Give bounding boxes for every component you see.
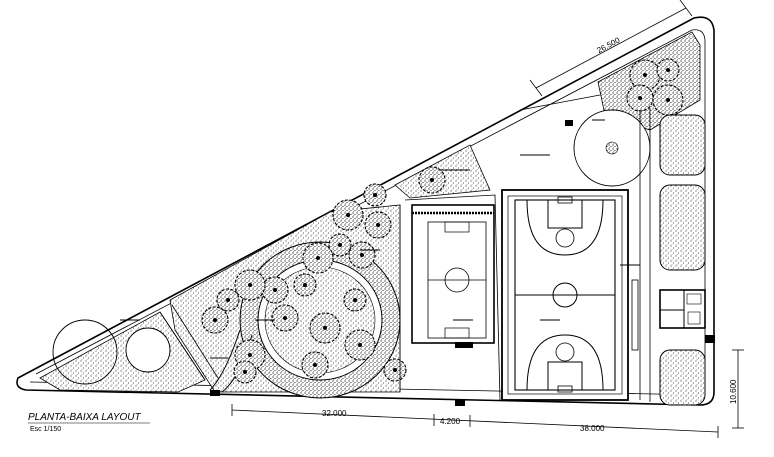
tree-trunk	[213, 318, 217, 322]
tree-trunk	[303, 283, 307, 287]
tree-trunk	[248, 283, 252, 287]
tree-trunk	[666, 68, 670, 72]
tree-trunk	[248, 353, 252, 357]
sports-court	[501, 189, 639, 401]
dimension-right: 10.600	[729, 379, 738, 404]
drawing-title: PLANTA-BAIXA LAYOUT	[28, 412, 142, 423]
site-furniture	[210, 120, 715, 406]
dimension-bottom-left: 32.000	[322, 409, 347, 418]
left-planting-bed	[39, 311, 206, 393]
dimension-bottom-right: 38.000	[580, 424, 605, 433]
dimension-bottom-mid: 4.200	[440, 417, 461, 426]
tree-trunk	[226, 298, 230, 302]
tree-trunk	[273, 288, 277, 292]
tree-trunk	[346, 213, 350, 217]
site-boundary	[16, 16, 715, 406]
tree-trunk	[360, 253, 364, 257]
tree-trunk	[376, 223, 380, 227]
tree-trunk	[353, 298, 357, 302]
annotation-leaders	[120, 119, 640, 359]
dimension-lines	[231, 0, 744, 438]
tree-trunk	[638, 96, 642, 100]
tree-trunk	[358, 343, 362, 347]
dimension-top: 26.500	[596, 35, 622, 55]
tree-trunk	[643, 73, 647, 77]
tree-trunk	[323, 326, 327, 330]
left-plaza-inner	[125, 327, 171, 373]
tree-trunk	[338, 243, 342, 247]
tree-trunk	[283, 316, 287, 320]
tree-trunk	[666, 98, 670, 102]
small-building	[659, 289, 706, 329]
tree-trunk	[373, 193, 377, 197]
tree-trunk	[243, 370, 247, 374]
tree-trunk	[393, 368, 397, 372]
football-field	[411, 204, 495, 348]
left-plaza-circle	[52, 319, 118, 385]
tree-trunk	[313, 363, 317, 367]
tree-trunk	[316, 256, 320, 260]
right-planters	[659, 114, 706, 406]
walkways	[159, 94, 651, 402]
tree-trunk	[430, 178, 434, 182]
drawing-scale: Esc 1/150	[30, 426, 61, 433]
